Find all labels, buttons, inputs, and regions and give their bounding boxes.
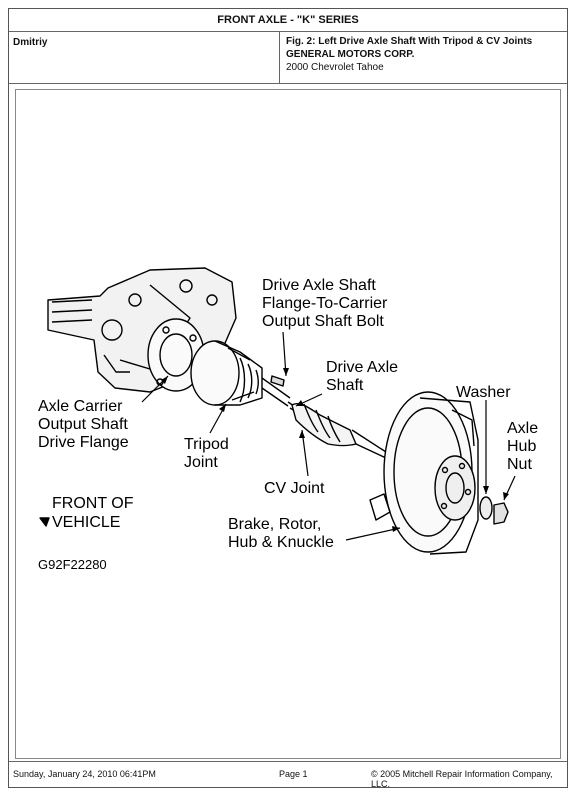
label-carrier-drive-flange: Axle Carrier Output Shaft Drive Flange — [38, 398, 129, 451]
label-washer: Washer — [456, 384, 511, 401]
header-row: Dmitriy Fig. 2: Left Drive Axle Shaft Wi… — [9, 31, 567, 84]
label-brake-rotor-hub: Brake, Rotor, Hub & Knuckle — [228, 516, 334, 551]
label-flange-bolt: Drive Axle Shaft Flange-To-Carrier Outpu… — [262, 277, 388, 330]
cv-joint-drawing — [291, 403, 387, 459]
page-title: FRONT AXLE - "K" SERIES — [9, 9, 567, 32]
label-vehicle: VEHICLE — [52, 514, 121, 531]
manufacturer: GENERAL MOTORS CORP. — [286, 49, 415, 60]
figure-code: G92F22280 — [38, 557, 107, 572]
brake-rotor-drawing — [369, 391, 479, 555]
footer-page: Page 1 — [279, 769, 308, 779]
flange-bolt-drawing — [270, 375, 285, 387]
user-name: Dmitriy — [13, 37, 48, 48]
label-front-of: FRONT OF — [52, 495, 134, 512]
vehicle-model: 2000 Chevrolet Tahoe — [286, 62, 384, 73]
label-axle-hub-nut: Axle Hub Nut — [507, 420, 539, 473]
document-sheet: FRONT AXLE - "K" SERIES Dmitriy Fig. 2: … — [8, 8, 568, 789]
footer-date: Sunday, January 24, 2010 06:41PM — [13, 769, 156, 779]
footer-copyright: © 2005 Mitchell Repair Information Compa… — [371, 769, 553, 789]
figure-title: Fig. 2: Left Drive Axle Shaft With Tripo… — [286, 36, 533, 47]
figure-info: Fig. 2: Left Drive Axle Shaft With Tripo… — [279, 31, 567, 83]
tripod-joint-drawing — [190, 340, 291, 407]
label-cv-joint: CV Joint — [264, 480, 325, 497]
label-drive-axle-shaft: Drive Axle Shaft — [326, 359, 399, 394]
washer-nut-drawing — [479, 496, 509, 525]
drawing-frame — [15, 89, 561, 759]
page-footer: Sunday, January 24, 2010 06:41PM Page 1 … — [9, 761, 567, 789]
label-tripod-joint: Tripod Joint — [184, 436, 229, 471]
front-arrow-icon — [39, 517, 50, 527]
